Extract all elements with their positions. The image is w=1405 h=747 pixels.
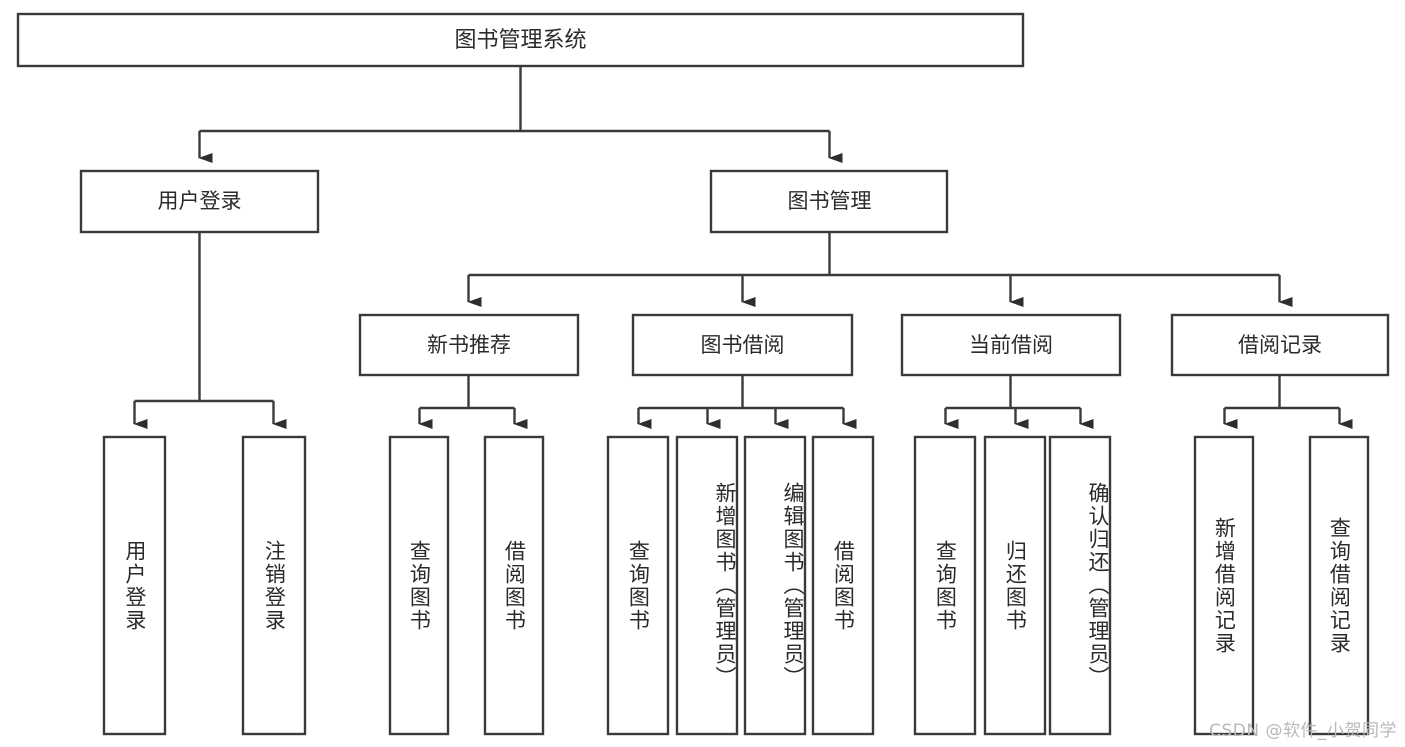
leaf-box-borrow-book-rec[interactable] [483,435,545,736]
node-new-book-rec-box[interactable] [358,313,580,377]
leaf-box-query-book[interactable] [606,435,670,736]
node-root-label: 图书管理系统 [454,28,586,53]
connector-layer [133,66,1353,429]
node-book-borrow-label: 图书借阅 [701,333,785,357]
node-new-book-rec[interactable]: 新书推荐 [358,313,580,377]
node-current-borrow-label: 当前借阅 [969,333,1053,357]
leaf-box-query-book-cur[interactable] [913,435,977,736]
node-book-borrow[interactable]: 图书借阅 [631,313,854,377]
leaf-box-borrow-book[interactable] [811,435,875,736]
node-borrow-record-box[interactable] [1170,313,1390,377]
node-user-login[interactable]: 用户登录 [79,169,320,234]
node-root[interactable]: 图书管理系统 [16,12,1025,68]
leaf-box-add-record[interactable] [1193,435,1255,736]
node-book-manage-box[interactable] [709,169,949,234]
leaf-box-edit-book[interactable] [743,435,807,736]
node-book-manage-label: 图书管理 [788,189,872,213]
leaf-box-layer [102,435,1370,736]
node-borrow-record-label: 借阅记录 [1238,333,1322,357]
leaf-box-logout[interactable] [241,435,307,736]
node-current-borrow[interactable]: 当前借阅 [900,313,1122,377]
node-current-borrow-box[interactable] [900,313,1122,377]
leaf-box-confirm-return[interactable] [1048,435,1112,736]
node-book-manage[interactable]: 图书管理 [709,169,949,234]
node-root-box[interactable] [16,12,1025,68]
leaf-box-query-record[interactable] [1308,435,1370,736]
node-user-login-label: 用户登录 [158,189,242,213]
leaf-box-user-login[interactable] [102,435,167,736]
leaf-box-return-book[interactable] [983,435,1047,736]
watermark-text: CSDN @软件_小贺同学 [1209,721,1397,741]
leaf-box-add-book[interactable] [675,435,739,736]
node-user-login-box[interactable] [79,169,320,234]
node-borrow-record[interactable]: 借阅记录 [1170,313,1390,377]
node-book-borrow-box[interactable] [631,313,854,377]
leaf-box-query-book-rec[interactable] [388,435,450,736]
node-new-book-rec-label: 新书推荐 [427,333,511,357]
